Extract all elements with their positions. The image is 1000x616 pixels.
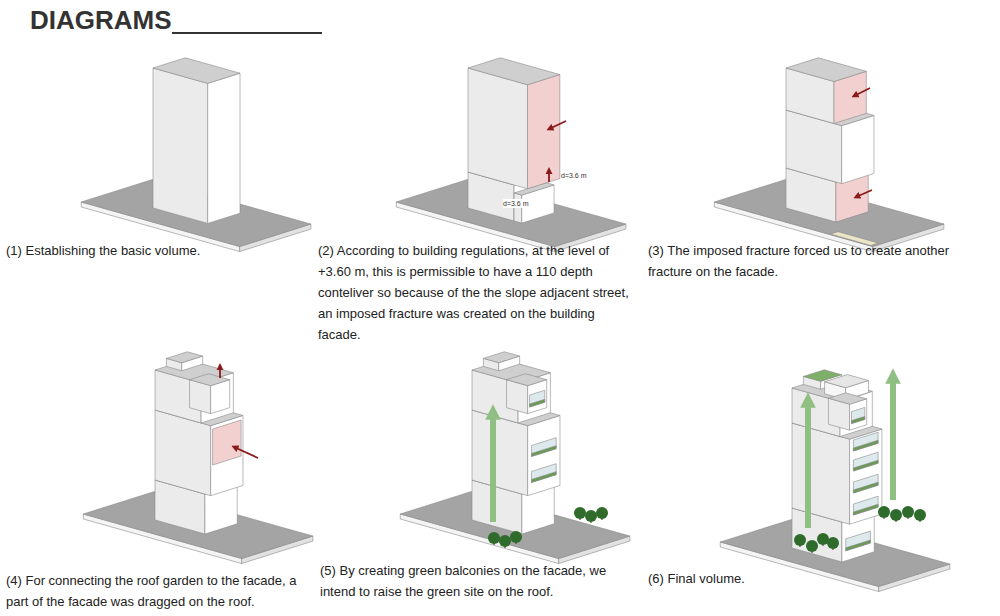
- step-caption: (4) For connecting the roof garden to th…: [6, 570, 316, 612]
- massing-step: [714, 58, 944, 252]
- tree: [806, 540, 818, 552]
- volume-top: [786, 58, 866, 82]
- volume-face: [514, 193, 522, 223]
- green-balcony: [853, 474, 878, 493]
- facade-patch: [213, 420, 242, 465]
- dimension-label: d=3.6 m: [561, 171, 587, 180]
- step-caption: (2) According to building regulations, a…: [318, 240, 640, 345]
- green-balcony: [846, 531, 871, 551]
- tree: [902, 506, 914, 518]
- volume-top: [828, 393, 866, 404]
- green-balcony: [531, 464, 556, 483]
- volume-face: [792, 423, 850, 524]
- green-arrow: [890, 376, 896, 500]
- volume-face: [208, 73, 240, 223]
- tree: [499, 535, 511, 547]
- balcony-plants: [853, 440, 878, 451]
- green-balcony: [852, 407, 865, 423]
- dimension-label: d=3.6 m: [503, 199, 529, 208]
- red-arrow: [856, 190, 872, 197]
- balcony-plants: [853, 460, 878, 471]
- tree: [585, 510, 597, 522]
- title-rule: [172, 32, 322, 34]
- tree: [890, 509, 902, 521]
- volume-face: [153, 68, 208, 223]
- green-balcony: [853, 496, 878, 515]
- massing-step: [83, 352, 313, 564]
- massing-step: [81, 58, 311, 252]
- green-arrow: [805, 400, 811, 528]
- tree: [510, 531, 522, 543]
- volume-face: [850, 429, 882, 524]
- green-balcony: [530, 390, 545, 407]
- volume-top: [507, 374, 547, 386]
- balcony-plants: [531, 446, 556, 457]
- green-balcony: [853, 432, 878, 451]
- balcony-plants: [853, 504, 878, 515]
- volume-face: [211, 415, 243, 495]
- red-arrow: [854, 88, 870, 96]
- massing-step: [400, 352, 630, 564]
- volume-top: [468, 58, 560, 85]
- step-caption: (3) The imposed fracture forced us to cr…: [648, 240, 970, 282]
- balcony-plants: [853, 482, 878, 493]
- red-arrow: [234, 447, 258, 458]
- balcony-plants: [531, 472, 556, 483]
- tree: [574, 507, 586, 519]
- volume-face: [528, 415, 560, 495]
- step-caption: (6) Final volume.: [648, 568, 948, 589]
- volume-face: [842, 115, 874, 183]
- green-balcony: [853, 452, 878, 471]
- tree: [488, 532, 500, 544]
- balcony-plants: [846, 540, 871, 551]
- red-arrow: [219, 366, 221, 378]
- volume-top: [166, 352, 202, 363]
- massing-step: [720, 370, 950, 592]
- step-caption: (5) By creating green balconies on the f…: [320, 560, 642, 602]
- green-arrow: [490, 412, 496, 522]
- volume-face: [468, 68, 528, 189]
- tree: [596, 507, 608, 519]
- massing-step: [396, 58, 626, 252]
- red-arrow: [548, 170, 550, 182]
- tree: [827, 537, 839, 549]
- step-caption: (1) Establishing the basic volume.: [6, 240, 306, 261]
- volume-top: [153, 58, 240, 84]
- volume-face: [528, 75, 560, 189]
- title: DIAGRAMS: [30, 5, 172, 35]
- balcony-plants: [852, 416, 865, 423]
- tree: [914, 509, 926, 521]
- tree: [794, 534, 806, 546]
- balcony-plants: [530, 399, 545, 407]
- volume-top: [483, 352, 519, 363]
- red-arrow: [549, 121, 566, 129]
- volume-top: [190, 374, 230, 386]
- volume-top: [825, 375, 869, 388]
- green-balcony: [531, 438, 556, 457]
- tree: [878, 506, 890, 518]
